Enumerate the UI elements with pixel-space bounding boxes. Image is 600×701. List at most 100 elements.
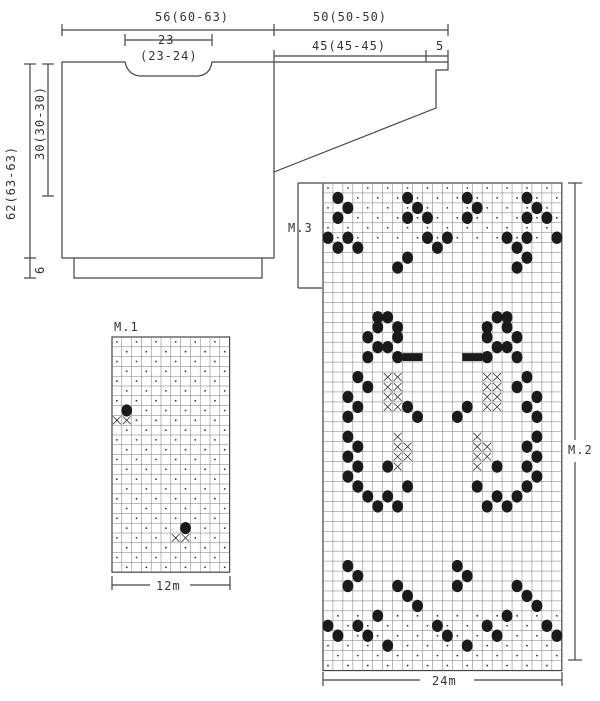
dot-stitch (214, 517, 216, 520)
dot-stitch (536, 614, 538, 617)
top-width-label: 56(60-63) (155, 10, 229, 24)
dot-stitch (506, 624, 508, 627)
filled-stitch (352, 440, 364, 453)
dot-stitch (496, 654, 499, 657)
filled-stitch (481, 619, 493, 632)
left-dimension-lines (24, 63, 54, 279)
dot-stitch (174, 360, 177, 363)
sleeve-inner-label: 45(45-45) (312, 39, 386, 53)
filled-stitch (441, 231, 453, 244)
dot-stitch (396, 614, 399, 617)
dot-stitch (165, 468, 167, 471)
dot-stitch (223, 488, 226, 490)
dot-stitch (396, 634, 399, 637)
dot-stitch (536, 216, 538, 219)
neck-width-alt-label: (23-24) (140, 49, 198, 63)
dot-stitch (327, 226, 329, 229)
dot-stitch (466, 624, 469, 627)
dot-stitch (223, 350, 226, 353)
filled-stitch (511, 380, 523, 394)
cross-stitch (472, 452, 482, 461)
dot-stitch (174, 341, 177, 343)
armhole-label: 30(30-30) (33, 86, 47, 160)
dot-stitch (366, 206, 369, 209)
dot-stitch (386, 226, 389, 229)
filled-stitch (412, 201, 423, 215)
dot-stitch (204, 546, 207, 549)
dot-stitch (155, 341, 158, 343)
dot-stitch (155, 458, 158, 461)
dot-stitch (145, 507, 148, 510)
m2-width-label: 24m (432, 674, 457, 688)
cross-stitch (393, 452, 402, 461)
dot-stitch (526, 644, 528, 647)
filled-stitch (511, 350, 523, 364)
dot-stitch (436, 614, 439, 617)
dot-stitch (135, 439, 138, 441)
dot-stitch (545, 664, 548, 667)
dot-stitch (396, 216, 399, 219)
dot-stitch (204, 566, 207, 569)
dot-stitch (194, 360, 197, 363)
dot-stitch (466, 226, 469, 229)
filled-stitch (451, 410, 463, 423)
dot-stitch (155, 537, 158, 539)
dark-bar (402, 353, 423, 362)
dot-stitch (516, 216, 518, 219)
cross-stitch (492, 392, 502, 402)
cross-stitch (393, 382, 402, 392)
dot-stitch (436, 216, 439, 219)
filled-stitch (481, 350, 493, 364)
filled-stitch (352, 400, 364, 414)
filled-stitch (531, 470, 543, 483)
dot-stitch (223, 370, 226, 373)
filled-stitch (372, 500, 384, 513)
m2-label: M.2 (568, 443, 593, 457)
filled-stitch (481, 331, 493, 344)
neck-width-label: 23 (158, 33, 174, 47)
filled-stitch (362, 629, 374, 642)
dot-stitch (174, 517, 177, 520)
dot-stitch (376, 197, 379, 199)
filled-stitch (471, 201, 483, 215)
dot-stitch (346, 187, 349, 189)
dot-stitch (165, 507, 167, 510)
filled-stitch (521, 191, 533, 205)
filled-stitch (491, 341, 503, 354)
dot-stitch (204, 507, 207, 510)
dot-stitch (446, 226, 449, 229)
filled-stitch (521, 460, 533, 473)
dot-stitch (194, 497, 197, 500)
filled-stitch (531, 450, 543, 463)
dot-stitch (184, 429, 187, 431)
filled-stitch (352, 619, 364, 632)
filled-stitch (501, 609, 513, 622)
dot-stitch (174, 497, 177, 500)
dot-stitch (526, 206, 528, 209)
dot-stitch (116, 497, 118, 500)
filled-stitch (362, 331, 374, 344)
dot-stitch (184, 350, 187, 353)
dot-stitch (165, 488, 167, 490)
dot-stitch (174, 399, 177, 402)
filled-stitch (531, 599, 543, 613)
dot-stitch (486, 187, 489, 189)
filled-stitch (461, 191, 473, 205)
dot-stitch (204, 488, 207, 490)
filled-stitch (491, 460, 503, 473)
filled-stitch (422, 211, 433, 224)
dot-stitch (165, 390, 167, 392)
dot-stitch (174, 478, 177, 480)
dot-stitch (194, 399, 197, 402)
cross-stitch (383, 382, 392, 392)
dot-stitch (155, 439, 158, 441)
cross-stitch (403, 452, 412, 461)
dot-stitch (194, 380, 197, 382)
cross-stitch (122, 416, 131, 425)
dot-stitch (456, 614, 459, 617)
filled-stitch (342, 410, 354, 423)
m3-bracket (297, 182, 322, 289)
dot-stitch (406, 226, 409, 229)
dot-stitch (116, 537, 118, 539)
dot-stitch (125, 527, 128, 529)
